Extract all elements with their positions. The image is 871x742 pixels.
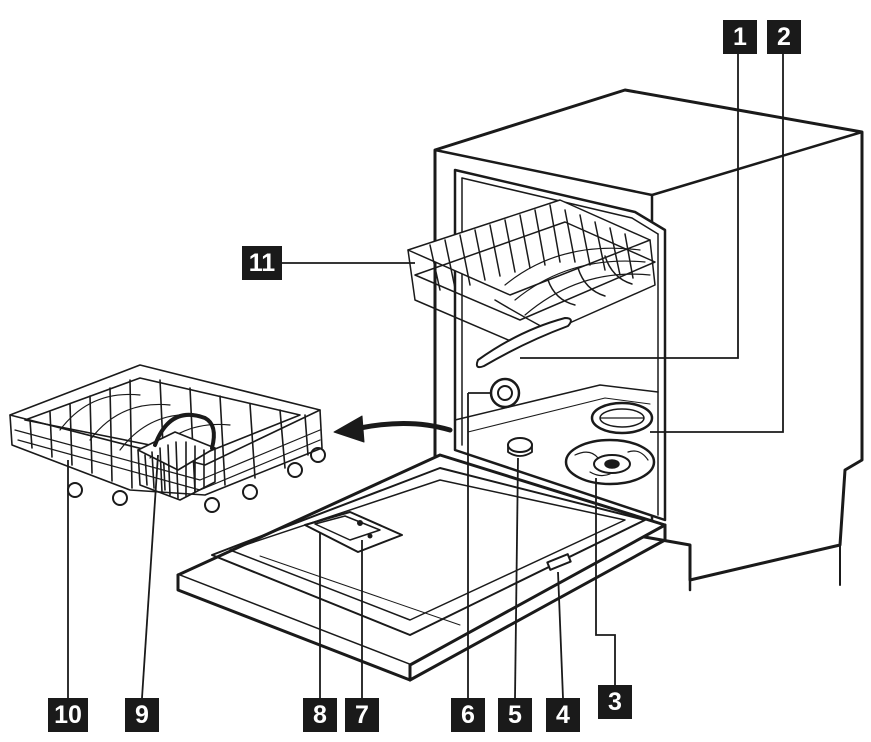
cutlery-basket: [137, 412, 216, 501]
callout-10-label: 10: [54, 700, 82, 729]
callout-11: 11: [242, 246, 282, 280]
callout-3-label: 3: [608, 687, 622, 716]
callout-8: 8: [303, 698, 337, 732]
leader-1: [520, 52, 739, 359]
rating-plate: [546, 553, 572, 571]
leader-9: [141, 454, 159, 699]
callout-5: 5: [498, 698, 532, 732]
door-panel: [176, 453, 667, 682]
callout-4-label: 4: [556, 700, 570, 729]
callout-7-label: 7: [355, 700, 369, 729]
basket-direction-arrow: [333, 415, 453, 443]
water-inlet-fitting: [489, 377, 521, 409]
callout-10: 10: [48, 698, 88, 732]
callout-9: 9: [125, 698, 159, 732]
callout-2-label: 2: [777, 22, 791, 51]
leader-4: [557, 571, 564, 699]
callout-3: 3: [598, 685, 632, 719]
upper-spray-arm: [475, 317, 572, 369]
callout-1: 1: [723, 20, 757, 54]
callout-6-label: 6: [461, 700, 475, 729]
leader-3: [595, 478, 616, 685]
callout-6: 6: [451, 698, 485, 732]
callout-9-label: 9: [135, 700, 149, 729]
callout-8-label: 8: [313, 700, 327, 729]
callout-4: 4: [546, 698, 580, 732]
callout-5-label: 5: [508, 700, 522, 729]
detergent-dispenser: [304, 511, 403, 553]
leader-2: [650, 52, 784, 433]
leader-5: [514, 457, 519, 699]
lower-basket: [9, 364, 326, 513]
salt-container-cap: [507, 437, 533, 457]
callout-7: 7: [345, 698, 379, 732]
callout-1-label: 1: [733, 22, 747, 51]
lower-spray-arm: [590, 401, 654, 435]
callout-11-label: 11: [248, 248, 276, 277]
upper-basket: [407, 199, 656, 346]
filter-assembly: [564, 438, 656, 486]
callout-2: 2: [767, 20, 801, 54]
leader-lines: [67, 52, 784, 699]
